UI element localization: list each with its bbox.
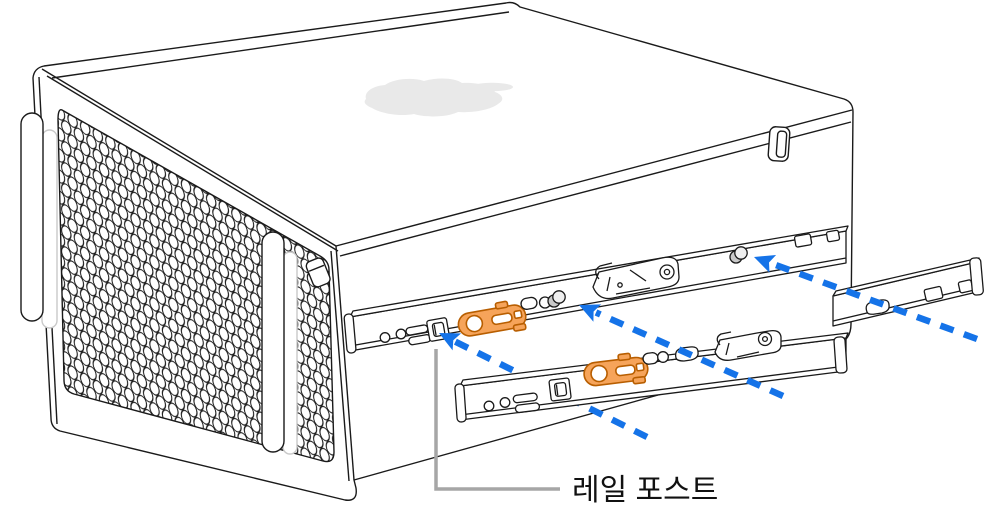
callout-label: 레일 포스트 [572,474,718,507]
callout: 레일 포스트 [434,349,718,507]
outer-rail-rear [832,257,984,327]
outer-rail-front-end-cap [454,383,467,423]
inner-rail-pin-rear [729,246,748,264]
install-arrow-rear [754,255,979,343]
inner-rail-end-cap [343,313,357,354]
right-handle-recess [282,251,298,455]
outer-rail-rear-end-cap [969,257,984,296]
side-panel-latch-slot [767,126,791,162]
rail-slider-highlight [457,300,527,337]
apple-logo [364,78,513,117]
left-handle [20,112,44,322]
outer-rail-front [454,329,849,423]
outer-rail-slider-highlight [583,352,649,387]
inner-rail-latch-mechanism [592,256,680,300]
inner-rail-pin-front [547,290,566,308]
outer-rail-latch-mechanism [714,329,782,361]
right-handle [261,231,285,453]
outer-rail-post [548,377,572,402]
inner-rail-attached [343,225,849,354]
frame-edge-clip [305,257,331,288]
callout-line [434,349,560,491]
left-handle-recess [41,129,58,329]
install-arrow-middle [579,304,785,399]
outer-rail-vents [512,392,541,414]
outer-rail-front-right-cap [833,336,848,374]
